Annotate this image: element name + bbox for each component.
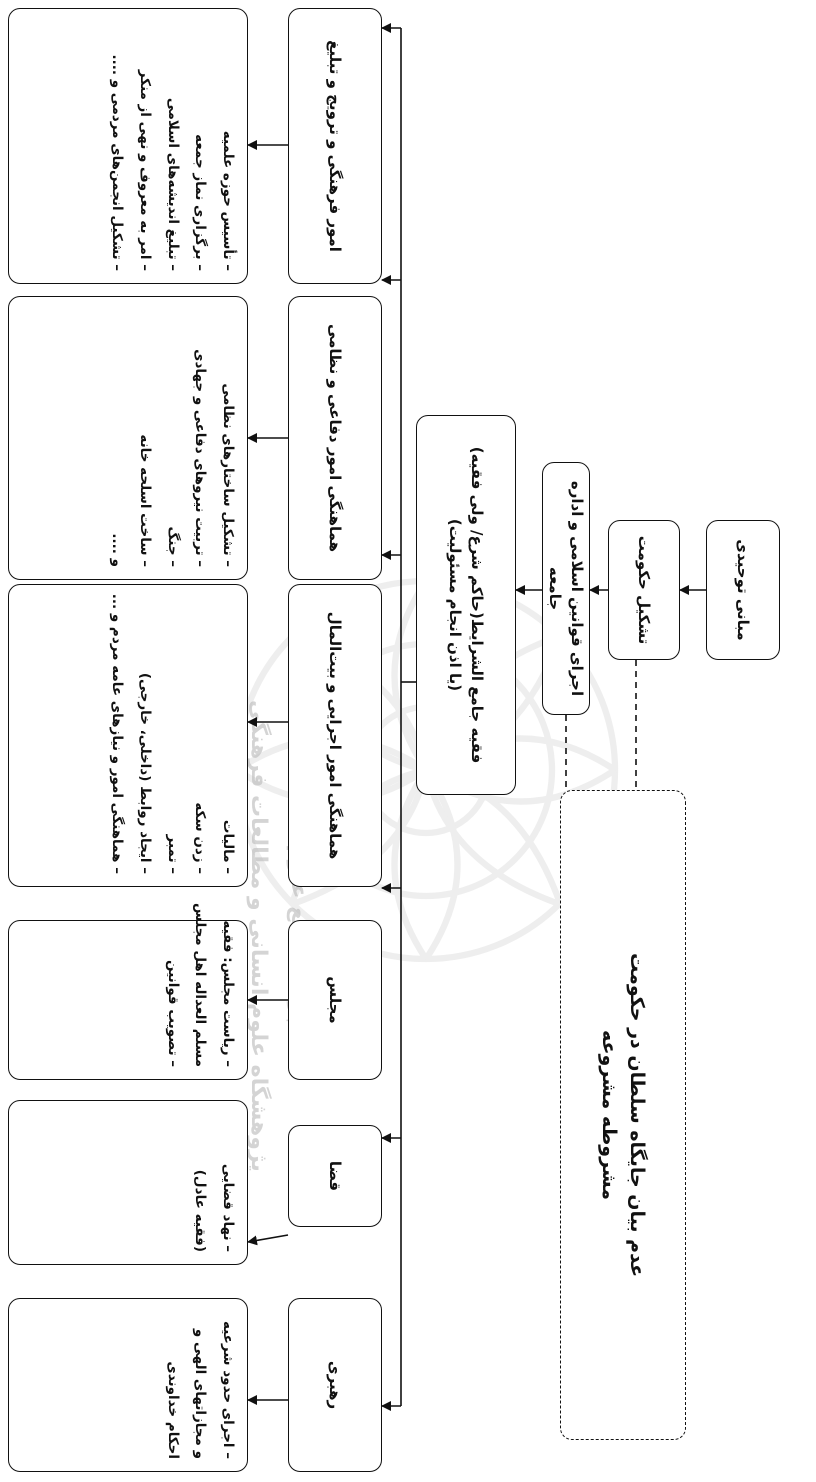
detail-line: احکام خداوندی bbox=[164, 1361, 181, 1459]
detail-line: – تشکیل ساختارهای نظامی bbox=[220, 383, 236, 567]
dept-title-label: هماهنگی امور اجرایی و بیت‌المال bbox=[326, 611, 345, 860]
dept-title-label: رهبری bbox=[326, 1360, 345, 1410]
dept-title-label: قضا bbox=[326, 1160, 345, 1192]
sultan-box: عدم بیان جایگاه سلطان در حکومت مشروطه مش… bbox=[560, 790, 686, 1440]
faqih-label: فقیه جامع الشرایط(حاکم شرع/ ولی فقیه) bbox=[468, 446, 487, 764]
detail-line: مسلم العداله اهل مجلس bbox=[192, 902, 209, 1067]
dept-details-judiciary: – نهاد قضایی (فقیه عادل) bbox=[8, 1100, 248, 1265]
detail-line: – تمبر bbox=[164, 834, 181, 874]
root-box: مبانی توحیدی bbox=[706, 520, 780, 660]
detail-line: – جنگ bbox=[164, 526, 181, 567]
dept-title-leadership: رهبری bbox=[288, 1298, 382, 1472]
dept-title-executive: هماهنگی امور اجرایی و بیت‌المال bbox=[288, 584, 382, 887]
government-box: تشکیل حکومت bbox=[608, 520, 680, 660]
dept-details-defense: – تشکیل ساختارهای نظامی – تربیت نیروهای … bbox=[8, 296, 248, 580]
detail-line: – تأسیس حوزه علمیه bbox=[220, 130, 236, 271]
detail-line: – مالیات bbox=[220, 819, 236, 874]
dept-title-label: امور فرهنگی و ترویج و تبلیغ bbox=[326, 40, 345, 252]
dept-title-label: هماهنگی امور دفاعی و نظامی bbox=[326, 323, 345, 553]
detail-line: (فقیه عادل) bbox=[192, 1169, 209, 1252]
detail-line: – تصویب قوانین bbox=[164, 959, 181, 1067]
dept-title-culture: امور فرهنگی و ترویج و تبلیغ bbox=[288, 8, 382, 284]
detail-line: – برگزاری نماز جمعه bbox=[192, 134, 209, 271]
detail-line: – امر به معروف و نهی از منکر bbox=[136, 69, 153, 271]
dept-title-judiciary: قضا bbox=[288, 1125, 382, 1227]
sultan-label: عدم بیان جایگاه سلطان در حکومت bbox=[626, 952, 649, 1278]
detail-line: – ساخت اسلحه خانه bbox=[136, 434, 153, 567]
islamic-law-box: اجرای قوانین اسلامی و اداره جامعه bbox=[542, 462, 590, 715]
detail-line: – هماهنگی امور و نیازهای عامه مردم و ... bbox=[109, 593, 126, 874]
dept-details-parliament: – ریاست مجلس: فقیه مسلم العداله اهل مجلس… bbox=[8, 903, 248, 1080]
detail-line: – تربیت نیروهای دفاعی و جهادی bbox=[192, 349, 209, 567]
dept-details-executive: – مالیات – زدن سکه – تمبر – ایجاد روابط … bbox=[8, 584, 248, 887]
faqih-box: فقیه جامع الشرایط(حاکم شرع/ ولی فقیه) (ی… bbox=[416, 415, 516, 795]
dept-details-culture: – تأسیس حوزه علمیه – برگزاری نماز جمعه –… bbox=[8, 8, 248, 284]
detail-line: – تبلیغ اندیشه‌های اسلامی bbox=[164, 97, 181, 271]
detail-line: و مجازاتهای الهی و bbox=[192, 1328, 209, 1459]
detail-line: – اجرای حدود شرعیه bbox=[220, 1320, 236, 1459]
dept-title-parliament: مجلس bbox=[288, 920, 382, 1080]
root-label: مبانی توحیدی bbox=[734, 539, 753, 641]
islamic-law-label: اجرای قوانین اسلامی و اداره جامعه bbox=[546, 480, 587, 697]
government-label: تشکیل حکومت bbox=[635, 535, 654, 645]
detail-line: – ایجاد روابط (داخلی، خارجی) bbox=[136, 672, 153, 874]
detail-line: – نهاد قضایی bbox=[220, 1163, 236, 1252]
detail-line: – ریاست مجلس: فقیه bbox=[220, 920, 236, 1067]
sultan-sublabel: مشروطه مشروعه bbox=[598, 1030, 620, 1200]
faqih-sublabel: (یا اذن انجام مسئولیت) bbox=[446, 518, 464, 692]
dept-title-defense: هماهنگی امور دفاعی و نظامی bbox=[288, 296, 382, 580]
detail-line: و .... bbox=[109, 533, 126, 567]
dept-details-leadership: – اجرای حدود شرعیه و مجازاتهای الهی و اح… bbox=[8, 1298, 248, 1472]
dept-title-label: مجلس bbox=[326, 976, 345, 1024]
detail-line: – تشکیل انجمن‌های مردمی و .... bbox=[109, 54, 126, 271]
detail-line: – زدن سکه bbox=[192, 802, 209, 874]
